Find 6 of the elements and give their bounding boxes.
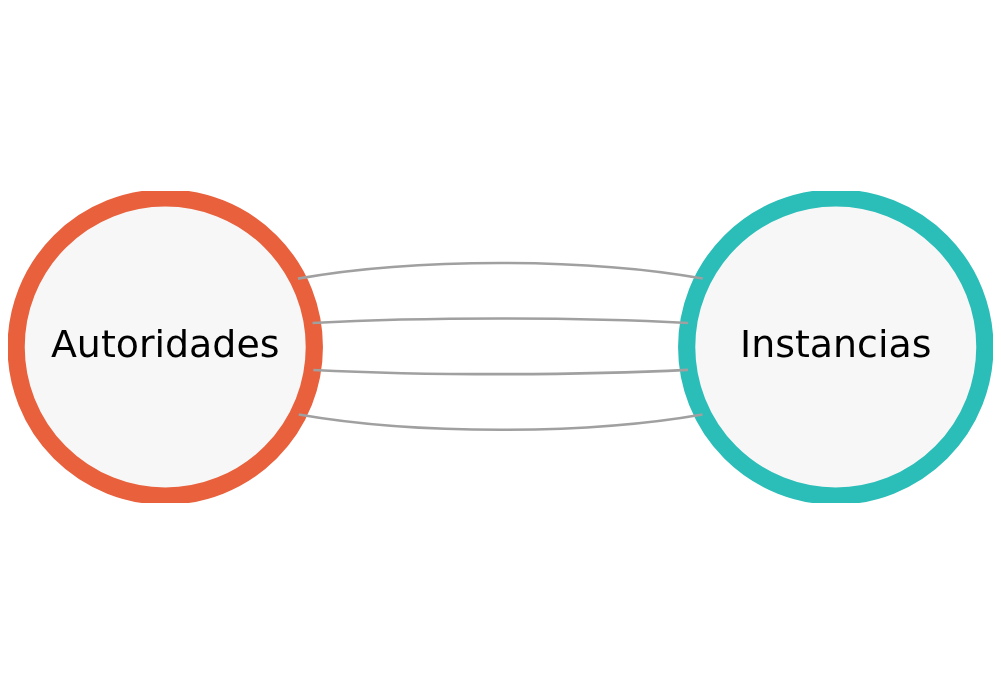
connector	[312, 317, 689, 325]
node-circle: Instancias	[678, 191, 993, 503]
node-circle: Autoridades	[8, 191, 323, 503]
connector	[297, 261, 703, 280]
connector	[313, 368, 689, 376]
connector	[298, 413, 703, 431]
